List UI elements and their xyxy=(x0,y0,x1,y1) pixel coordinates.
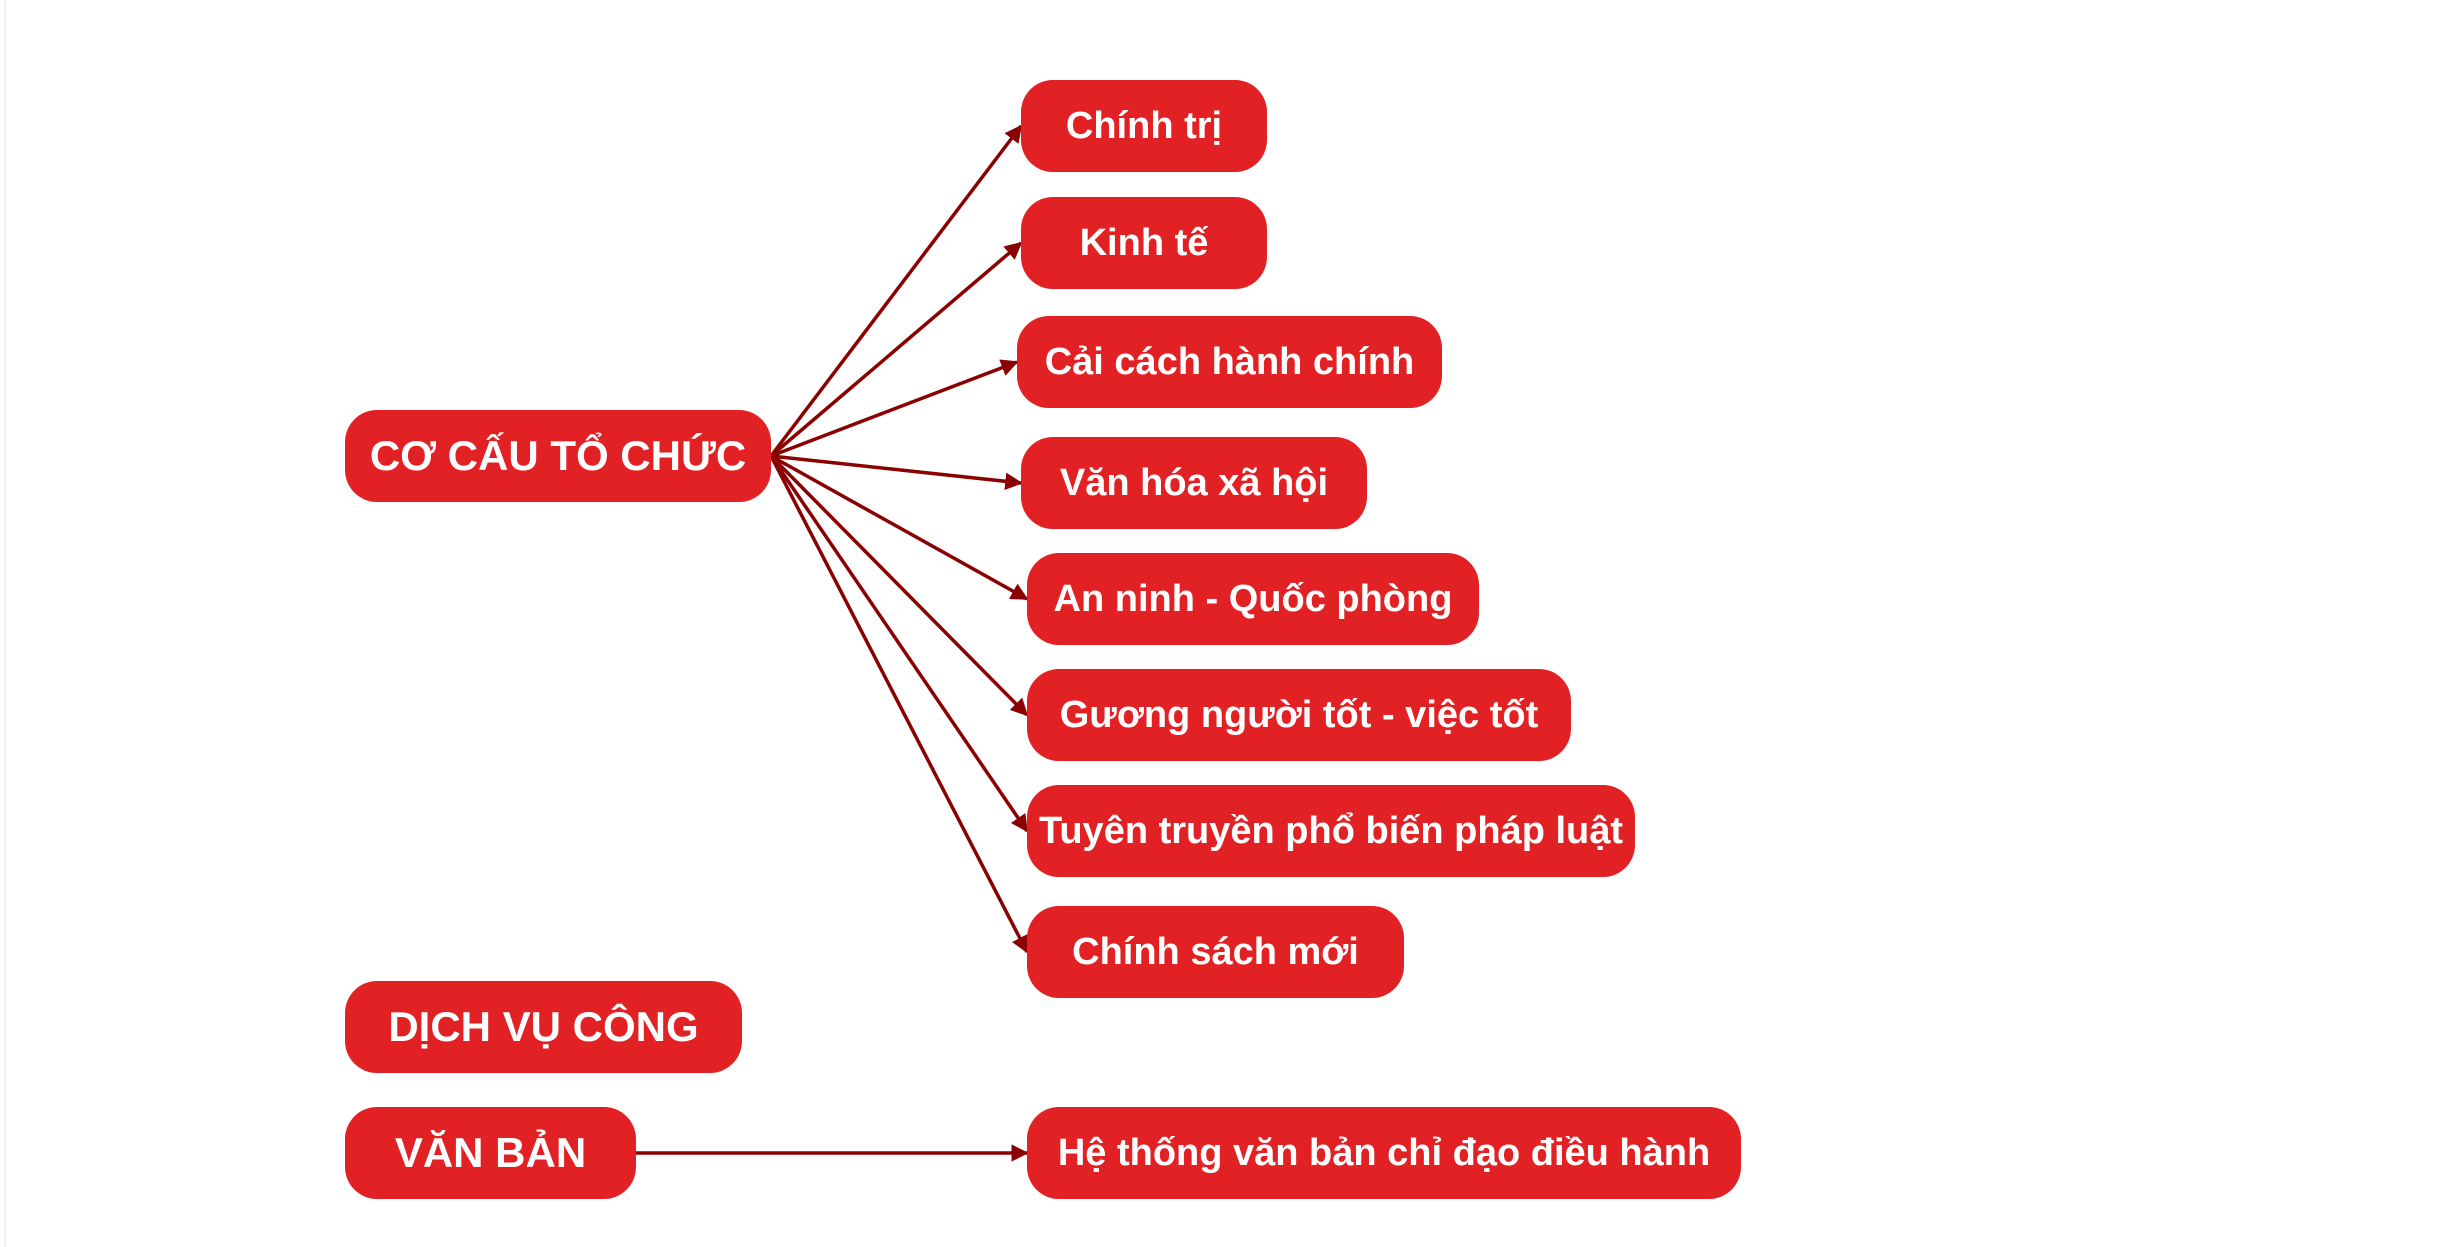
edge-root-caicach xyxy=(770,359,1019,458)
node-chinh-tri[interactable]: Chính trị xyxy=(1021,80,1267,172)
node-label: Gương người tốt - việc tốt xyxy=(1059,693,1539,736)
node-chinh-sach-moi[interactable]: Chính sách mới xyxy=(1027,906,1404,998)
node-an-ninh-quoc-phong[interactable]: An ninh - Quốc phòng xyxy=(1027,553,1479,645)
node-label: Chính sách mới xyxy=(1072,930,1359,973)
edge-root-vanhoa xyxy=(770,454,1023,491)
node-label: Văn hóa xã hội xyxy=(1059,461,1329,504)
node-label: Hệ thống văn bản chỉ đạo điều hành xyxy=(1057,1131,1711,1174)
node-label: Tuyên truyền phổ biến pháp luật xyxy=(1038,809,1624,852)
node-label: DỊCH VỤ CÔNG xyxy=(388,1003,699,1050)
node-label: Kinh tế xyxy=(1079,221,1209,264)
edge-root-tuyen xyxy=(769,455,1029,833)
node-cai-cach-hanh-chinh[interactable]: Cải cách hành chính xyxy=(1017,316,1442,408)
node-tuyen-truyen-phap-luat[interactable]: Tuyên truyền phổ biến pháp luật xyxy=(1027,785,1635,877)
node-label: An ninh - Quốc phòng xyxy=(1053,577,1453,620)
edge-root-kinhte xyxy=(769,241,1023,458)
node-co-cau-to-chuc[interactable]: CƠ CẤU TỔ CHỨC xyxy=(345,410,771,502)
node-guong-nguoi-tot[interactable]: Gương người tốt - việc tốt xyxy=(1027,669,1571,761)
node-van-ban[interactable]: VĂN BẢN xyxy=(345,1107,636,1199)
edge-root-guong xyxy=(769,454,1029,717)
node-label: Chính trị xyxy=(1065,104,1223,147)
edge-root-chinhsach xyxy=(769,455,1029,954)
node-he-thong-van-ban[interactable]: Hệ thống văn bản chỉ đạo điều hành xyxy=(1027,1107,1741,1199)
edge-root-anninh xyxy=(770,454,1029,601)
node-label: Cải cách hành chính xyxy=(1044,340,1415,383)
node-label: CƠ CẤU TỔ CHỨC xyxy=(369,432,747,479)
node-dich-vu-cong[interactable]: DỊCH VỤ CÔNG xyxy=(345,981,742,1073)
left-border xyxy=(4,0,6,1247)
node-van-hoa-xa-hoi[interactable]: Văn hóa xã hội xyxy=(1021,437,1367,529)
node-kinh-te[interactable]: Kinh tế xyxy=(1021,197,1267,289)
node-label: VĂN BẢN xyxy=(394,1129,587,1176)
edge-root-chinhtri xyxy=(769,124,1023,458)
